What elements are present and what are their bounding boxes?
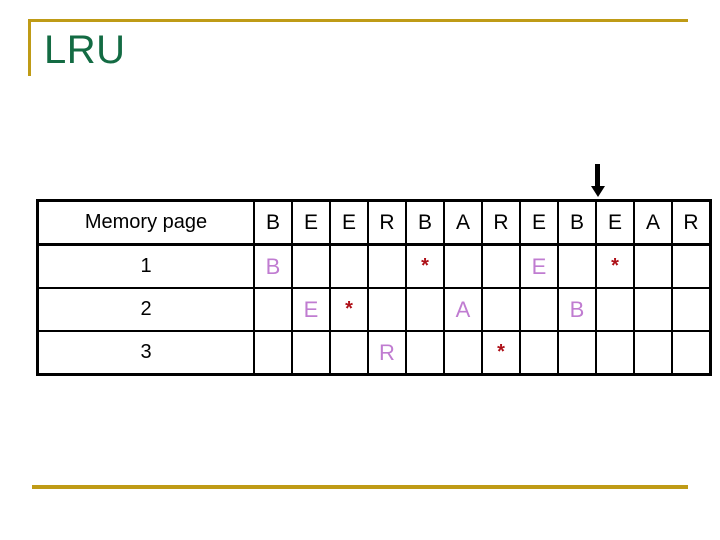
frame-cell: R: [367, 330, 407, 376]
reference-cell: A: [443, 199, 483, 246]
reference-cell: E: [291, 199, 331, 246]
table-body: Memory page B E E R B A R E B E A R 1 B …: [36, 199, 712, 376]
frame-cell: E: [291, 287, 331, 332]
frame-cell: [481, 287, 521, 332]
frame-cell: [367, 243, 407, 289]
frame-cell: A: [443, 287, 483, 332]
lru-simulation-table: Memory page B E E R B A R E B E A R 1 B …: [36, 199, 712, 376]
frame-cell: *: [329, 287, 369, 332]
reference-cell: E: [519, 199, 559, 246]
frame-cell: [329, 330, 369, 376]
down-arrow-icon: [590, 164, 606, 198]
title-top-rule: [28, 19, 688, 22]
frame-cell: [557, 330, 597, 376]
reference-cell: E: [595, 199, 635, 246]
reference-cell: R: [671, 199, 712, 246]
bottom-rule: [32, 485, 688, 489]
frame-cell: [405, 287, 445, 332]
frame-cell: *: [481, 330, 521, 376]
table-header-row: Memory page B E E R B A R E B E A R: [36, 199, 712, 246]
table-row: 2 E * A B: [36, 287, 712, 332]
frame-cell: B: [557, 287, 597, 332]
frame-cell: [633, 330, 673, 376]
frame-cell: [253, 287, 293, 332]
title-left-rule: [28, 19, 31, 76]
frame-cell: [291, 330, 331, 376]
reference-cell: B: [557, 199, 597, 246]
frame-cell: [519, 330, 559, 376]
frame-cell: [633, 243, 673, 289]
frame-cell: [405, 330, 445, 376]
frame-label: 1: [36, 243, 255, 289]
frame-cell: *: [595, 243, 635, 289]
reference-cell: R: [481, 199, 521, 246]
frame-cell: [595, 330, 635, 376]
page-title: LRU: [44, 28, 126, 72]
frame-cell: [671, 287, 712, 332]
reference-cell: B: [253, 199, 293, 246]
frame-cell: [291, 243, 331, 289]
frame-cell: [671, 330, 712, 376]
frame-cell: [481, 243, 521, 289]
frame-cell: [633, 287, 673, 332]
reference-cell: R: [367, 199, 407, 246]
frame-cell: *: [405, 243, 445, 289]
frame-cell: [443, 243, 483, 289]
table-row: 3 R *: [36, 330, 712, 376]
reference-cell: E: [329, 199, 369, 246]
reference-cell: A: [633, 199, 673, 246]
frame-cell: B: [253, 243, 293, 289]
frame-cell: [253, 330, 293, 376]
frame-cell: [671, 243, 712, 289]
frame-label: 3: [36, 330, 255, 376]
frame-cell: [367, 287, 407, 332]
frame-cell: [329, 243, 369, 289]
row-header-label: Memory page: [36, 199, 255, 246]
frame-cell: [443, 330, 483, 376]
reference-cell: B: [405, 199, 445, 246]
frame-cell: E: [519, 243, 559, 289]
frame-cell: [557, 243, 597, 289]
frame-cell: [519, 287, 559, 332]
frame-cell: [595, 287, 635, 332]
frame-label: 2: [36, 287, 255, 332]
table-row: 1 B * E *: [36, 243, 712, 289]
